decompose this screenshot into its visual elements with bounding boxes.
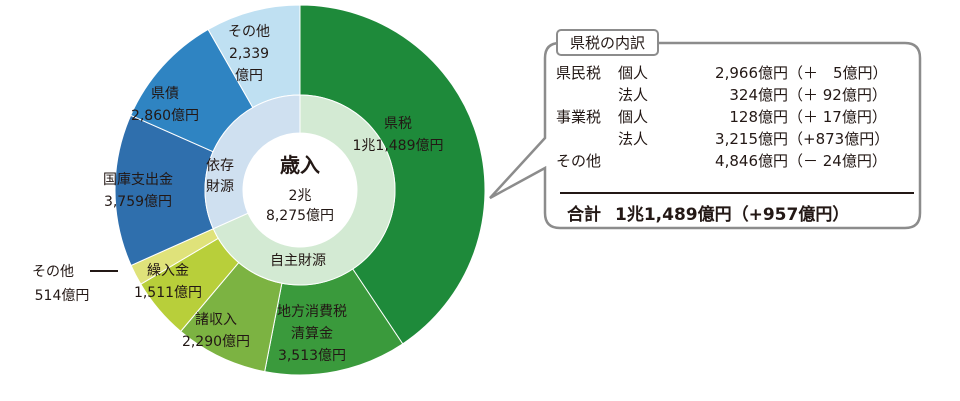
center-line2: 8,275億円 [266,208,334,224]
breakdown-cat: 県民税 [556,64,602,82]
breakdown-sub: 法人 [618,130,649,148]
label-chiho-name1: 地方消費税 [277,304,347,320]
breakdown-amount: 128億円 [729,108,788,126]
breakdown-diff: （＋ 92億円） [788,86,887,104]
label-kenzei-name: 県税 [384,116,412,132]
label-sonota-top-unit: 億円 [235,68,263,84]
label-kensai-name: 県債 [151,86,179,102]
label-jishu-zaigen: 自主財源 [270,253,326,269]
center-hole [243,133,357,247]
breakdown-diff: （＋ 17億円） [788,108,887,126]
center-line1: 2兆 [289,188,312,204]
label-chiho-amount: 3,513億円 [278,348,346,364]
label-kensai-amount: 2,860億円 [131,108,199,124]
breakdown-row: 事業税 個人 128億円 （＋ 17億円） [556,106,913,128]
breakdown-amount: 3,215億円 [715,130,788,148]
breakdown-sub: 個人 [618,64,649,82]
breakdown-sub: 法人 [618,86,649,104]
breakdown-diff: （－ 24億円） [788,152,887,170]
label-kokko-amount: 3,759億円 [104,194,172,210]
label-kurii-name: 繰入金 [147,263,189,279]
breakdown-cat: 事業税 [556,108,602,126]
breakdown-diff: （＋ 5億円） [788,64,888,82]
callout-bubble [489,41,922,230]
breakdown-amount: 4,846億円 [715,152,788,170]
label-sonota-top-name: その他 [228,24,270,40]
breakdown-title: 県税の内訳 [556,29,660,56]
breakdown-cat: その他 [556,152,602,170]
breakdown-total: 合計 1兆1,489億円（+957億円） [567,200,849,225]
label-sonota-small-name: その他 [32,264,74,280]
label-sonota-top-amount: 2,339 [229,46,269,62]
inner-ring-slice-0 [212,94,396,286]
label-kenzei-amount: 1兆1,489億円 [353,138,444,154]
label-kokko-name: 国庫支出金 [103,171,173,188]
label-izon-2: 財源 [206,179,234,195]
breakdown-divider [560,192,914,194]
label-shoshu-name: 諸収入 [195,312,237,328]
breakdown-amount: 2,966億円 [715,64,788,82]
breakdown-row: 法人 324億円 （＋ 92億円） [556,84,913,106]
breakdown-amount: 324億円 [729,86,788,104]
breakdown-table: 県民税 個人 2,966億円 （＋ 5億円） 法人 324億円 （＋ 92億円）… [556,62,913,172]
breakdown-cat [556,84,618,106]
breakdown-diff: （+873億円） [788,130,890,148]
center-title: 歳入 [280,153,320,177]
breakdown-row: その他 4,846億円 （－ 24億円） [556,150,913,172]
breakdown-sub: 個人 [618,108,649,126]
label-shoshu-amount: 2,290億円 [182,334,250,350]
breakdown-total-value: 1兆1,489億円（+957億円） [615,205,850,225]
label-chiho-name2: 清算金 [291,326,333,342]
label-izon-1: 依存 [206,158,234,174]
breakdown-row: 法人 3,215億円 （+873億円） [556,128,913,150]
breakdown-sub [618,150,668,172]
breakdown-row: 県民税 個人 2,966億円 （＋ 5億円） [556,62,913,84]
label-sonota-small-amount: 514億円 [35,288,90,304]
label-kurii-amount: 1,511億円 [134,285,202,301]
breakdown-total-label: 合計 [567,205,601,225]
breakdown-cat [556,128,618,150]
